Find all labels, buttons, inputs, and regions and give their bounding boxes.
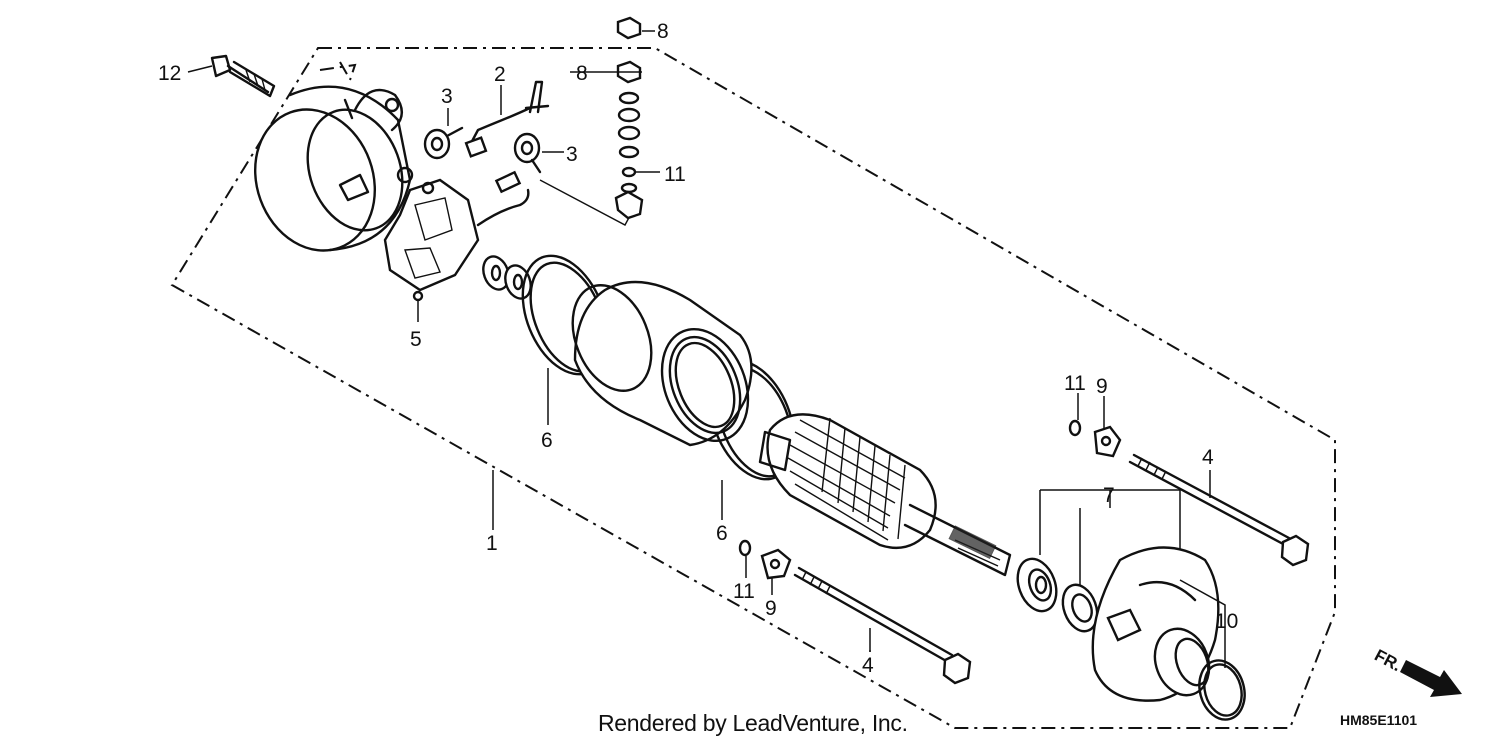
callout-11-top: 11 [664, 163, 686, 186]
part-2-brush-lead [464, 80, 550, 194]
part-12-bolt [210, 54, 276, 98]
part-5-brush-holder [383, 178, 530, 302]
callout-9-bottom: 9 [765, 597, 777, 620]
front-cover [1091, 546, 1220, 702]
callout-5: 5 [410, 328, 422, 351]
leader-lines [187, 30, 1211, 652]
direction-marker-label: FR. [1372, 646, 1405, 676]
callout-8-top: 8 [657, 20, 669, 43]
callout-7: 7 [1103, 484, 1115, 507]
part-10-o-ring [1198, 659, 1246, 721]
part-3-brush-springs [423, 126, 542, 174]
part-11-washers [738, 419, 1082, 557]
part-4-through-bolts [793, 453, 1310, 685]
callout-3-left: 3 [441, 85, 453, 108]
callout-10: 10 [1215, 610, 1238, 633]
callout-6-left: 6 [541, 429, 553, 452]
armature [758, 413, 1012, 577]
part-7-bearings [1016, 557, 1099, 633]
callout-12: 12 [158, 62, 181, 85]
diagram-code: HM85E1101 [1340, 712, 1418, 728]
callout-6-right: 6 [716, 522, 728, 545]
callout-3-right: 3 [566, 143, 578, 166]
part-8-terminal-nut-stack [614, 16, 644, 220]
callout-11-bottom: 11 [733, 580, 755, 603]
front-direction-arrow-icon: FR. [1372, 646, 1462, 697]
callout-8-second: 8 [576, 62, 588, 85]
render-credit: Rendered by LeadVenture, Inc. [598, 710, 908, 736]
callout-11-right: 11 [1064, 372, 1086, 395]
part-9-insulators [760, 425, 1122, 580]
callout-9-right: 9 [1096, 375, 1108, 398]
callout-4-bottom: 4 [862, 654, 874, 677]
part-1-rear-cover [253, 85, 414, 252]
callout-1: 1 [486, 532, 498, 555]
assembly-boundary-outline [170, 47, 1336, 729]
callout-4-right: 4 [1202, 446, 1214, 469]
starter-yoke [571, 280, 753, 447]
callout-2: 2 [494, 63, 506, 86]
thrust-washers [482, 255, 532, 300]
